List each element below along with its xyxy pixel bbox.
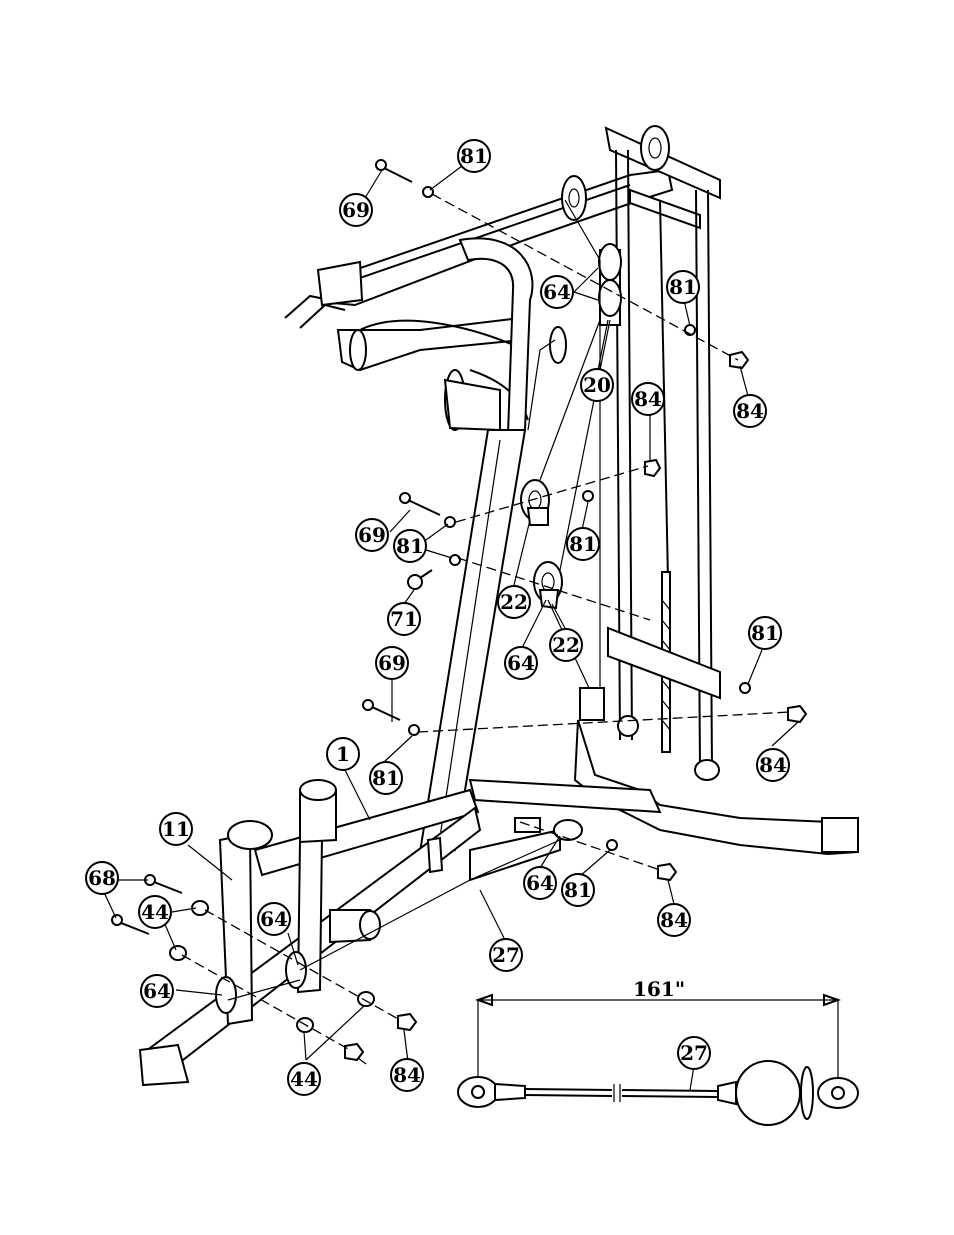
callout-number: 69 bbox=[342, 198, 370, 222]
callout-64a: 64 bbox=[541, 276, 573, 308]
nut-84-right bbox=[730, 352, 748, 368]
callout-number: 27 bbox=[492, 943, 520, 967]
callout-number: 69 bbox=[378, 651, 406, 675]
nut-84-mid bbox=[645, 460, 660, 476]
callout-81a: 81 bbox=[458, 140, 490, 172]
callout-number: 84 bbox=[393, 1063, 421, 1087]
callout-number: 64 bbox=[543, 280, 571, 304]
callout-81b: 81 bbox=[667, 271, 699, 303]
callout-number: 84 bbox=[736, 399, 764, 423]
callout-number: 22 bbox=[552, 633, 580, 657]
callout-81e: 81 bbox=[749, 617, 781, 649]
callout-64e: 64 bbox=[524, 867, 556, 899]
callout-44b: 44 bbox=[288, 1063, 320, 1095]
callout-84e: 84 bbox=[391, 1059, 423, 1091]
callout-69c: 69 bbox=[376, 647, 408, 679]
callout-number: 64 bbox=[143, 979, 171, 1003]
callout-84d: 84 bbox=[658, 904, 690, 936]
callout-20: 20 bbox=[581, 369, 613, 401]
callout-number: 44 bbox=[141, 900, 169, 924]
callout-number: 84 bbox=[634, 387, 662, 411]
callout-27a: 27 bbox=[490, 939, 522, 971]
callout-81f: 81 bbox=[370, 762, 402, 794]
callout-68: 68 bbox=[86, 862, 118, 894]
callout-81g: 81 bbox=[562, 874, 594, 906]
callout-69b: 69 bbox=[356, 519, 388, 551]
callout-number: 64 bbox=[507, 651, 535, 675]
callout-11: 11 bbox=[160, 813, 192, 845]
callout-64d: 64 bbox=[141, 975, 173, 1007]
callout-number: 81 bbox=[669, 275, 697, 299]
callout-81d: 81 bbox=[567, 528, 599, 560]
callout-44a: 44 bbox=[139, 896, 171, 928]
callout-number: 81 bbox=[372, 766, 400, 790]
callout-number: 64 bbox=[526, 871, 554, 895]
callout-number: 1 bbox=[336, 742, 350, 766]
callout-27b: 27 bbox=[678, 1037, 710, 1069]
callout-number: 84 bbox=[660, 908, 688, 932]
callout-number: 81 bbox=[751, 621, 779, 645]
callout-number: 44 bbox=[290, 1067, 318, 1091]
callout-22a: 22 bbox=[498, 586, 530, 618]
cable-27-detail bbox=[458, 995, 858, 1125]
callout-number: 11 bbox=[162, 817, 190, 841]
callout-labels: 81 69 64 81 20 84 84 69 81 81 71 22 22 64 69 81 1 84 81 11 6… bbox=[86, 140, 789, 1095]
callout-number: 81 bbox=[569, 532, 597, 556]
callout-84b: 84 bbox=[734, 395, 766, 427]
callout-number: 22 bbox=[500, 590, 528, 614]
callout-number: 81 bbox=[564, 878, 592, 902]
callout-1: 1 bbox=[327, 738, 359, 770]
callout-84a: 84 bbox=[632, 383, 664, 415]
callout-number: 81 bbox=[396, 534, 424, 558]
top-pulley bbox=[641, 126, 669, 170]
cable-length-dimension: 161" bbox=[633, 977, 685, 1001]
callout-number: 69 bbox=[358, 523, 386, 547]
callout-number: 27 bbox=[680, 1041, 708, 1065]
callout-number: 64 bbox=[260, 907, 288, 931]
callout-84c: 84 bbox=[757, 749, 789, 781]
callout-22b: 22 bbox=[550, 629, 582, 661]
callout-number: 84 bbox=[759, 753, 787, 777]
callout-number: 20 bbox=[583, 373, 611, 397]
callout-71: 71 bbox=[388, 603, 420, 635]
callout-number: 81 bbox=[460, 144, 488, 168]
callout-64b: 64 bbox=[505, 647, 537, 679]
callout-number: 68 bbox=[88, 866, 116, 890]
callout-number: 71 bbox=[390, 607, 418, 631]
callout-81c: 81 bbox=[394, 530, 426, 562]
leader-lines bbox=[102, 166, 798, 1090]
callout-69a: 69 bbox=[340, 194, 372, 226]
callout-64c: 64 bbox=[258, 903, 290, 935]
